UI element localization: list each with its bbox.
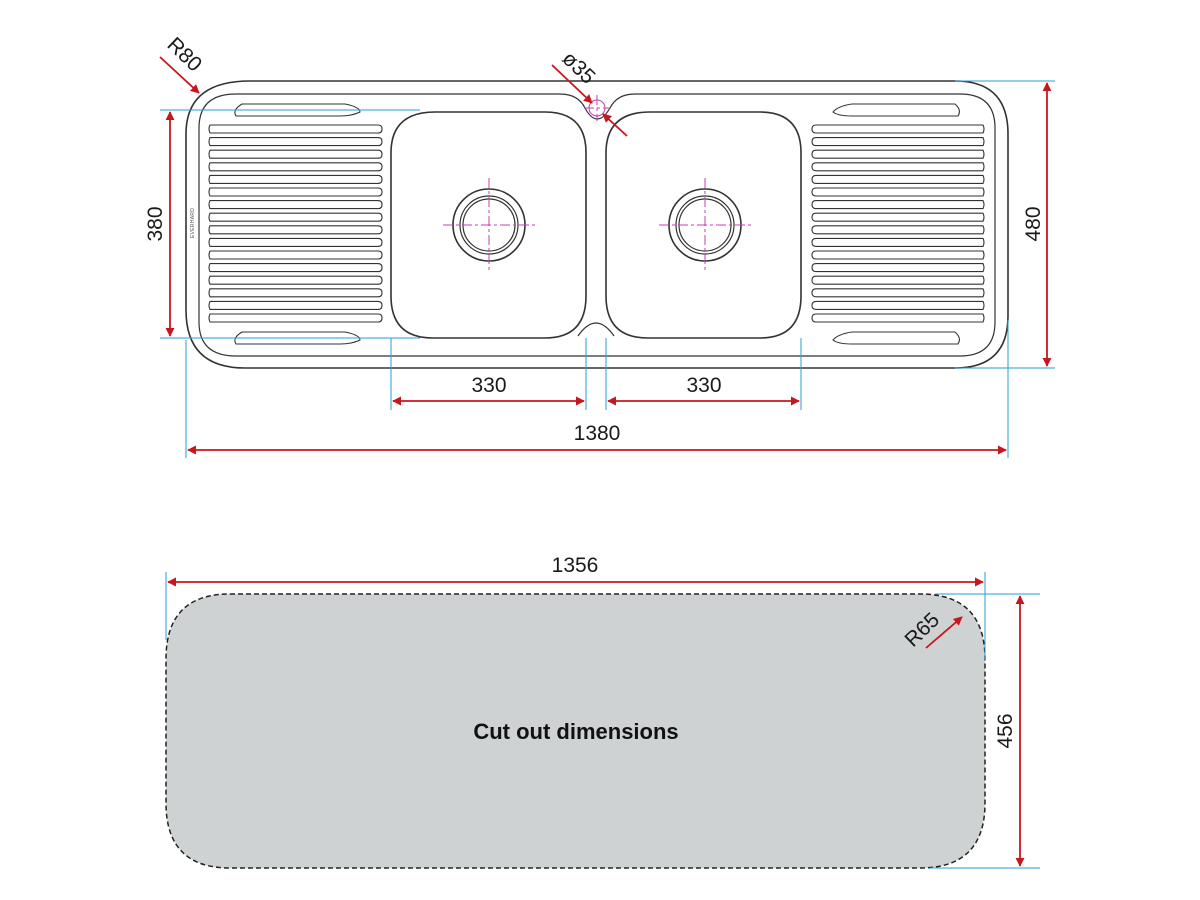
right-bowl (605, 111, 802, 339)
right-drainer-top-groove (832, 103, 961, 117)
drainer-rib (811, 288, 985, 298)
drainer-rib (811, 300, 985, 310)
bowl-bridge (577, 322, 615, 337)
drainer-depth-label: 380 (144, 206, 167, 241)
drainer-rib (208, 137, 383, 147)
tap-hole-label: ø35 (558, 47, 600, 89)
drainer-rib (208, 174, 383, 184)
drainer-rib (208, 313, 383, 323)
drainer-rib (208, 149, 383, 159)
cutout-view: Cut out dimensions 1356 456 R65 (165, 554, 1040, 869)
drainer-rib (208, 263, 383, 273)
drainer-rib (811, 187, 985, 197)
drainer-rib (208, 162, 383, 172)
cutout-shape (165, 593, 986, 869)
drainer-rib (811, 263, 985, 273)
cutout-radius-arrow (925, 616, 963, 649)
drainer-rib (208, 300, 383, 310)
overall-width-label: 1380 (574, 422, 621, 445)
drainer-rib (811, 212, 985, 222)
left-bowl (390, 111, 587, 339)
cutout-height-label: 456 (994, 713, 1017, 748)
drainer-rib (811, 237, 985, 247)
drainer-rib (811, 124, 985, 134)
drainer-rib (811, 275, 985, 285)
right-drainer (811, 103, 985, 345)
drainer-rib (208, 275, 383, 285)
corner-radius-label: R80 (163, 33, 207, 76)
cutout-width-label: 1356 (552, 554, 599, 577)
tap-hole (584, 95, 610, 121)
sink-top-view: EVERHARD (185, 80, 1009, 369)
overall-depth-label: 480 (1022, 206, 1045, 241)
drainer-rib (811, 313, 985, 323)
cutout-label: Cut out dimensions (473, 719, 678, 744)
right-drainer-bottom-groove (832, 331, 961, 345)
right-bowl-width-label: 330 (686, 374, 721, 397)
drainer-rib (811, 162, 985, 172)
drainer-rib (208, 200, 383, 210)
drainer-rib (208, 187, 383, 197)
drainer-rib (208, 288, 383, 298)
drainer-rib (208, 212, 383, 222)
drainer-rib (811, 174, 985, 184)
drainer-rib (208, 225, 383, 235)
left-bowl-width-label: 330 (471, 374, 506, 397)
drainer-rib (208, 237, 383, 247)
brand-mark: EVERHARD (190, 208, 196, 238)
left-waste-outlet (443, 178, 535, 272)
right-waste-outlet (659, 178, 751, 272)
drainer-rib (811, 225, 985, 235)
tap-hole-arrow (551, 64, 593, 104)
drainer-rib (811, 200, 985, 210)
drainer-rib (208, 124, 383, 134)
sink-inner-rim (198, 93, 996, 357)
drainer-rib (208, 250, 383, 260)
tap-hole-arrow-opposite (602, 113, 628, 137)
sink-outer-rim (185, 80, 1009, 369)
drainer-rib (811, 250, 985, 260)
drainer-rib (811, 149, 985, 159)
left-drainer (208, 103, 383, 345)
corner-radius-arrow (159, 56, 200, 94)
drainer-rib (811, 137, 985, 147)
